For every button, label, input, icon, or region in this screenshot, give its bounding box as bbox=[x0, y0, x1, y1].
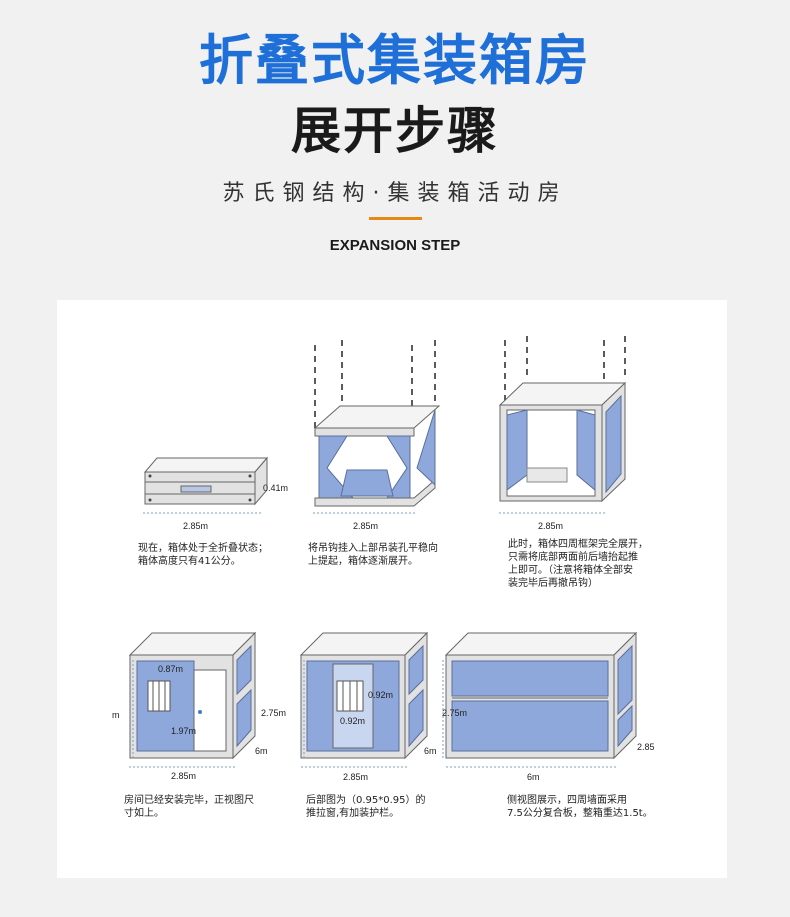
step4-caption: 房间已经安装完毕，正视图尺 寸如上。 bbox=[124, 795, 254, 819]
step5-height-label: 2.75m bbox=[261, 708, 286, 718]
steps-diagram: .fr{fill:#e2e2e2;stroke:#666;stroke-widt… bbox=[112, 336, 655, 782]
step4-side-label: m bbox=[112, 710, 120, 720]
step6-caption: 侧视图展示，四周墙面采用 7.5公分复合板，整箱重达1.5t。 bbox=[507, 795, 653, 819]
step3-frame-open: 2.85m bbox=[498, 336, 627, 531]
step5-window-height-label: 0.92m bbox=[368, 690, 393, 700]
step4-door-height-label: 1.97m bbox=[171, 726, 196, 736]
step4-front-view: 0.87m 1.97m m 6m 2.85m bbox=[112, 631, 268, 781]
step1-folded-box: 2.85m 0.41m bbox=[143, 456, 288, 531]
sub-title: 展开步骤 bbox=[291, 102, 499, 160]
step5-window-width-label: 0.92m bbox=[340, 716, 365, 726]
orange-divider bbox=[369, 217, 422, 220]
step4-door-width-label: 0.87m bbox=[158, 664, 183, 674]
step6-length-label: 6m bbox=[527, 772, 540, 782]
step5-width-label: 2.85m bbox=[343, 772, 368, 782]
step5-caption: 后部图为（0.95*0.95）的 推拉窗,有加装护栏。 bbox=[306, 795, 426, 819]
step2-lifting-box: 2.85m bbox=[313, 340, 441, 531]
main-title: 折叠式集装箱房 bbox=[199, 29, 591, 92]
step6-height-label: 2.75m bbox=[442, 708, 467, 718]
english-heading: EXPANSION STEP bbox=[329, 237, 461, 254]
step3-width-label: 2.85m bbox=[538, 521, 563, 531]
step6-side-label: 2.85 bbox=[637, 742, 655, 752]
step5-rear-view: 2.75m 0.92m 0.92m 6m 2.85m bbox=[261, 631, 437, 782]
steps-panel: .fr{fill:#e2e2e2;stroke:#666;stroke-widt… bbox=[57, 300, 727, 878]
step1-width-label: 2.85m bbox=[183, 521, 208, 531]
step4-depth-label: 6m bbox=[255, 746, 268, 756]
step2-width-label: 2.85m bbox=[353, 521, 378, 531]
step3-caption: 此时，箱体四周框架完全展开， 只需将底部两面前后墙抬起推 上即可。（注意将箱体全… bbox=[508, 539, 648, 589]
step4-width-label: 2.85m bbox=[171, 771, 196, 781]
company-tagline: 苏氏钢结构·集装箱活动房 bbox=[222, 181, 568, 206]
step5-depth-label: 6m bbox=[424, 746, 437, 756]
step1-height-label: 0.41m bbox=[263, 483, 288, 493]
step1-caption: 现在，箱体处于全折叠状态； 箱体高度只有41公分。 bbox=[138, 543, 268, 567]
step6-side-view: 2.75m 2.85 6m bbox=[442, 631, 655, 782]
step2-caption: 将吊钩挂入上部吊装孔平稳向 上提起，箱体逐渐展开。 bbox=[308, 543, 438, 567]
